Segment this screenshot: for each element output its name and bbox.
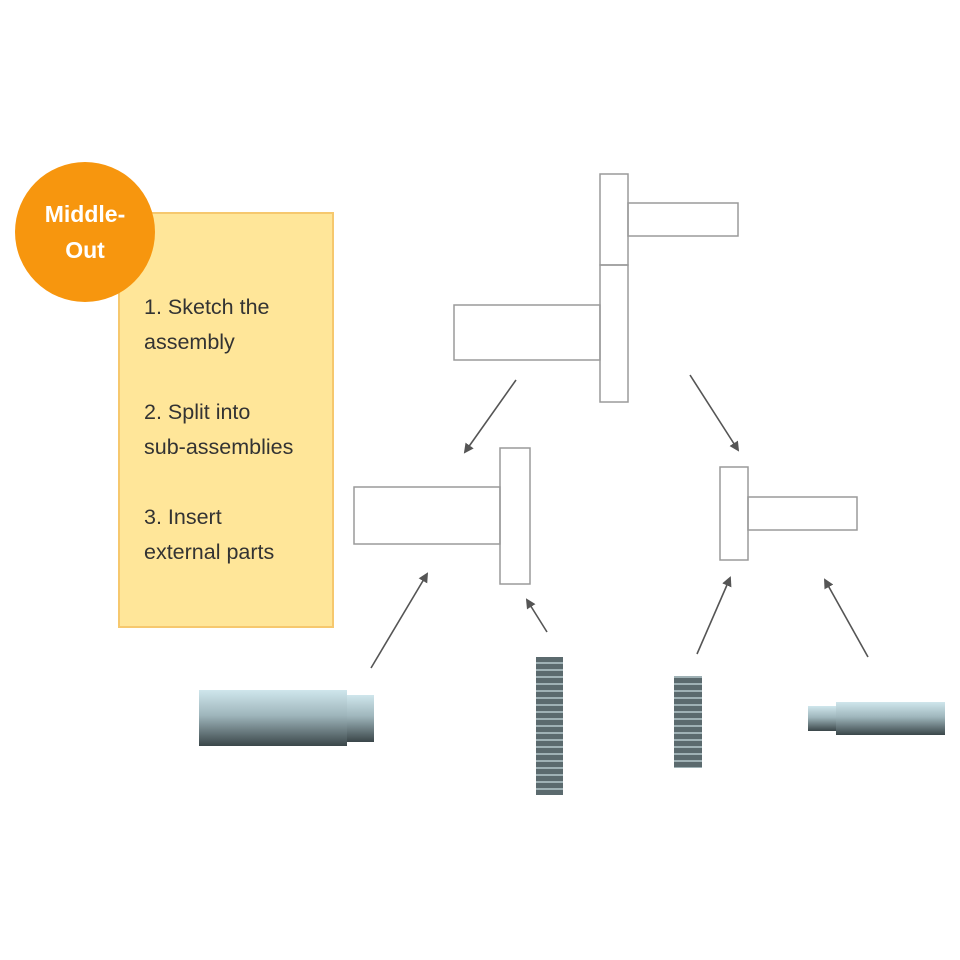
right-shaft-part — [808, 702, 945, 735]
main-assembly-sketch — [453, 173, 739, 403]
step-1: 1. Sketch the assembly — [144, 290, 334, 360]
arrow-icon — [824, 578, 869, 658]
step-3: 3. Insert external parts — [144, 500, 334, 570]
left-subassembly-sketch — [353, 447, 531, 585]
arrow-icon — [696, 576, 732, 655]
arrow-icon — [463, 379, 517, 454]
arrows — [370, 374, 869, 669]
badge-line-1: Middle- — [44, 201, 126, 227]
badge-line-2: Out — [65, 237, 105, 263]
steps-list: 1. Sketch the assembly 2. Split into sub-a… — [144, 290, 334, 605]
large-gear-part — [536, 657, 563, 795]
left-shaft-part — [199, 690, 374, 746]
step-3-line-1: 3. Insert — [144, 505, 222, 529]
arrow-icon — [689, 374, 740, 452]
arrow-icon — [370, 572, 429, 669]
step-1-line-1: 1. Sketch the — [144, 295, 270, 319]
right-subassembly-sketch — [719, 466, 858, 561]
small-gear-part — [674, 676, 702, 768]
steps-panel — [118, 212, 334, 628]
step-1-line-2: assembly — [144, 330, 235, 354]
step-2-line-2: sub-assemblies — [144, 435, 294, 459]
step-2: 2. Split into sub-assemblies — [144, 395, 334, 465]
arrow-icon — [525, 598, 548, 633]
step-3-line-2: external parts — [144, 540, 275, 564]
step-2-line-1: 2. Split into — [144, 400, 251, 424]
middle-out-badge: Middle- Out — [15, 162, 155, 302]
